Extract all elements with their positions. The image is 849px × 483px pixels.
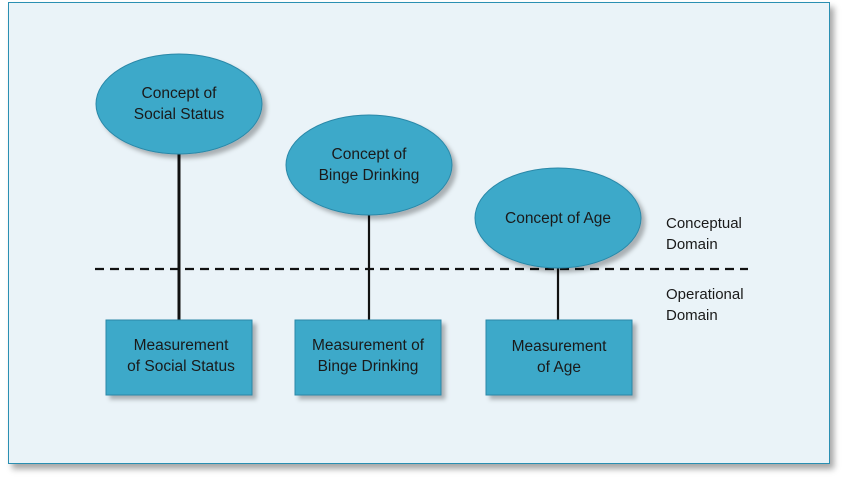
measurement-box-social-status bbox=[105, 319, 253, 396]
concept-ellipse-binge-drinking bbox=[285, 114, 453, 216]
concept-label-social-status: Concept of Social Status bbox=[133, 85, 225, 123]
concept-label-binge-drinking: Concept of Binge Drinking bbox=[318, 146, 420, 184]
measurement-label-binge-drinking: Measurement of Binge Drinking bbox=[312, 337, 424, 375]
measurement-label-age: Measurement of Age bbox=[511, 338, 607, 376]
measurement-label-social-status: Measurement of Social Status bbox=[127, 337, 235, 375]
conceptual-domain-label: Conceptual Domain bbox=[666, 215, 742, 253]
measurement-box-age bbox=[485, 319, 633, 396]
concept-ellipse-age bbox=[474, 167, 642, 269]
concept-label-age: Concept of Age bbox=[505, 209, 611, 227]
operational-domain-label: Operational Domain bbox=[666, 286, 744, 324]
concept-ellipse-social-status bbox=[95, 53, 263, 155]
measurement-box-binge-drinking bbox=[294, 319, 442, 396]
